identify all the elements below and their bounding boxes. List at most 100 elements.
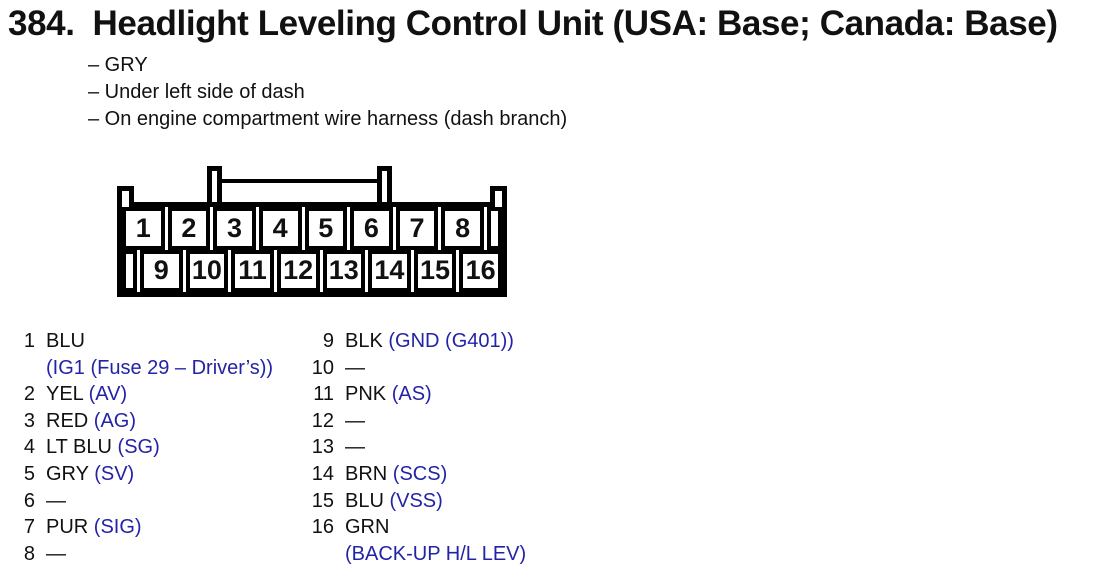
pin-text: LT BLU (SG) [46, 434, 160, 461]
pin-number: 2 [23, 383, 35, 406]
connector-pin-4: 4 [258, 207, 302, 250]
note-line: – GRY [88, 54, 148, 76]
pin-row: 5 GRY (SV) [14, 461, 273, 488]
connector-tab-right [490, 186, 507, 207]
pin-number: 15 [311, 489, 334, 512]
wire-color: PNK [345, 383, 387, 406]
pin-text: BLK (GND (G401)) [345, 328, 514, 355]
connector-blank-cell [487, 207, 502, 250]
wire-color: — [345, 409, 365, 432]
connector-pin-12: 12 [276, 249, 320, 292]
wire-color: GRY [46, 462, 89, 485]
pin-number: 10 [311, 356, 334, 379]
pin-number: 16 [311, 516, 334, 539]
pin-number: 11 [313, 383, 334, 406]
wire-color: GRN [345, 516, 390, 539]
connector-pin-16: 16 [459, 249, 502, 292]
pin-row: 12— [300, 408, 526, 435]
wire-color: LT BLU [46, 436, 112, 459]
connector-pin-10: 10 [185, 249, 229, 292]
pin-row: 8— [14, 541, 273, 568]
pin-text: BLU [46, 328, 85, 355]
pin-text: GRY (SV) [46, 461, 134, 488]
note-line: – Under left side of dash [88, 81, 305, 103]
pin-text: — [345, 355, 365, 382]
wire-signal: (SG) [117, 436, 160, 459]
pin-text: — [46, 488, 66, 515]
wire-color: — [46, 489, 66, 512]
pin-row: 13 — [300, 434, 526, 461]
wire-signal: (GND (G401)) [388, 330, 514, 352]
connector-latch-post-right [377, 166, 392, 207]
connector-pin-3: 3 [213, 207, 256, 250]
pin-text: GRN [345, 514, 389, 541]
pin-row: 16 GRN [300, 514, 526, 541]
section-title: Headlight Leveling Control Unit (USA: Ba… [92, 4, 1059, 43]
pin-text: — [46, 541, 66, 568]
wire-color: BRN [345, 462, 388, 485]
pin-text: PNK (AS) [345, 381, 432, 408]
pin-row: 1 BLU [14, 328, 273, 355]
wire-signal: (AG) [93, 409, 137, 432]
connector-pin-9: 9 [140, 249, 183, 292]
pin-row: 11 PNK (AS) [300, 381, 526, 408]
pin-row-continuation: (BACK-UP H/L LEV) [300, 541, 526, 568]
wire-color: BLU [46, 330, 85, 352]
pin-number: 3 [23, 409, 35, 432]
pin-number: 9 [322, 330, 334, 352]
pin-number: 1 [23, 330, 35, 352]
page-title: 384. Headlight Leveling Control Unit (US… [8, 4, 1058, 44]
section-number: 384. [8, 4, 75, 43]
wire-color: PUR [46, 516, 89, 539]
connector-pin-11: 11 [231, 249, 274, 292]
connector-pin-6: 6 [350, 207, 393, 250]
pin-row: 14 BRN (SCS) [300, 461, 526, 488]
wire-color: — [46, 542, 66, 565]
wire-color: YEL [46, 383, 84, 406]
connector-tab-left [117, 186, 134, 207]
pin-number: 14 [311, 462, 334, 485]
pin-number: 6 [23, 489, 35, 512]
pin-row: 2 YEL (AV) [14, 381, 273, 408]
note-line: – On engine compartment wire harness (da… [88, 108, 568, 130]
pin-text: — [345, 408, 365, 435]
wire-color: — [345, 436, 365, 459]
pin-text: PUR (SIG) [46, 514, 142, 541]
wire-color: BLK [345, 330, 383, 352]
pin-row: 9 BLK (GND (G401)) [300, 328, 526, 355]
wire-signal: (SV) [94, 462, 135, 485]
connector-pin-2: 2 [167, 207, 211, 250]
pin-number: 7 [23, 516, 35, 539]
pin-text: YEL (AV) [46, 381, 127, 408]
wire-signal: (BACK-UP H/L LEV) [345, 542, 527, 565]
pin-text: BRN (SCS) [345, 461, 447, 488]
wire-signal: (AV) [88, 383, 128, 406]
connector-pin-5: 5 [304, 207, 348, 250]
connector-pin-14: 14 [368, 249, 411, 292]
connector-pin-8: 8 [441, 207, 484, 250]
pin-number: 13 [311, 436, 334, 459]
pin-text: RED (AG) [46, 408, 136, 435]
pin-number-blank [300, 541, 334, 568]
connector-latch-bar [220, 179, 379, 183]
wire-color: RED [46, 409, 89, 432]
pin-number: 4 [23, 436, 35, 459]
pin-row: 4 LT BLU (SG) [14, 434, 273, 461]
wire-signal: (VSS) [389, 489, 443, 512]
pin-text: (IG1 (Fuse 29 – Driver’s)) [46, 355, 273, 382]
pin-list-left-column: 1 BLU (IG1 (Fuse 29 – Driver’s)) 2 YEL (AV) 3… [14, 328, 273, 567]
pin-number-blank [14, 355, 35, 382]
pin-text: — [345, 434, 365, 461]
pin-number: 8 [23, 542, 35, 565]
pin-row: 10 — [300, 355, 526, 382]
wire-signal: (SCS) [392, 462, 448, 485]
pin-row: 7 PUR (SIG) [14, 514, 273, 541]
pin-row: 6— [14, 488, 273, 515]
notes-list: – GRY – Under left side of dash – On engin… [88, 52, 567, 133]
pin-number: 5 [23, 462, 35, 485]
